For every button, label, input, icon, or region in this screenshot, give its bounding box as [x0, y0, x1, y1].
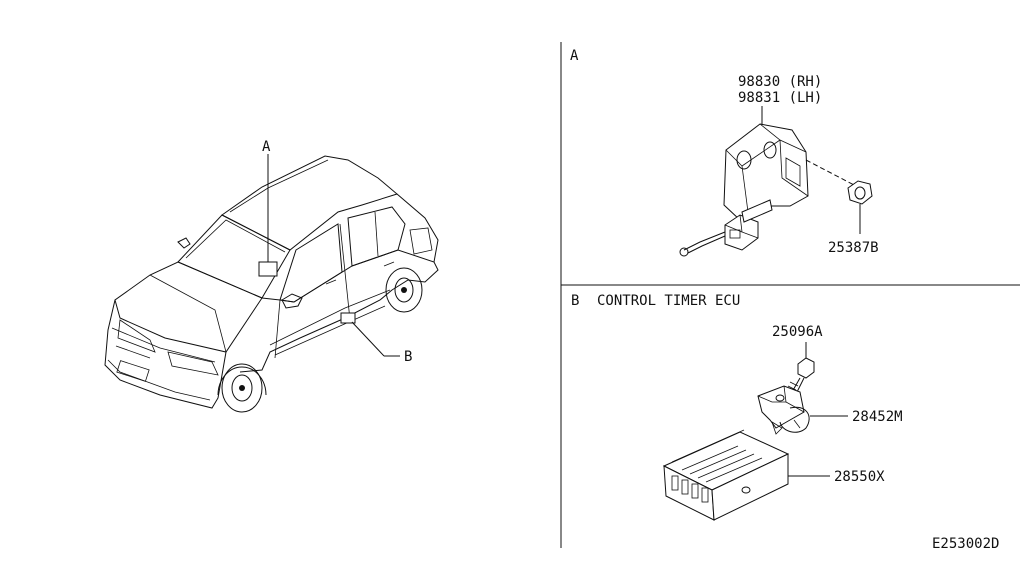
bracket-illustration [757, 385, 810, 435]
component-a-location [258, 261, 278, 277]
panel-borders [560, 42, 1020, 548]
car-illustration [104, 155, 439, 413]
part-label-28550x: 28550X [834, 469, 885, 485]
figure-code: E253002D [932, 536, 999, 552]
impact-sensor-illustration [679, 123, 857, 257]
part-label-98831-lh: 98831 (LH) [738, 90, 822, 106]
callout-a-label: A [262, 139, 271, 155]
part-label-98830-rh: 98830 (RH) [738, 74, 822, 90]
panel-b-letter: B [571, 293, 579, 309]
component-b-location [340, 312, 356, 324]
ecu-illustration [662, 429, 790, 521]
bolt-illustration [787, 357, 815, 395]
nut-illustration [847, 180, 873, 234]
callout-a-group: A [258, 139, 278, 277]
part-label-25096a: 25096A [772, 324, 823, 340]
panel-b-title: CONTROL TIMER ECU [597, 293, 740, 309]
callout-b-group: B [340, 312, 412, 365]
panel-a-letter: A [570, 48, 579, 64]
callout-b-label: B [404, 349, 412, 365]
part-label-28452m: 28452M [852, 409, 903, 425]
part-label-25387b: 25387B [828, 240, 879, 256]
